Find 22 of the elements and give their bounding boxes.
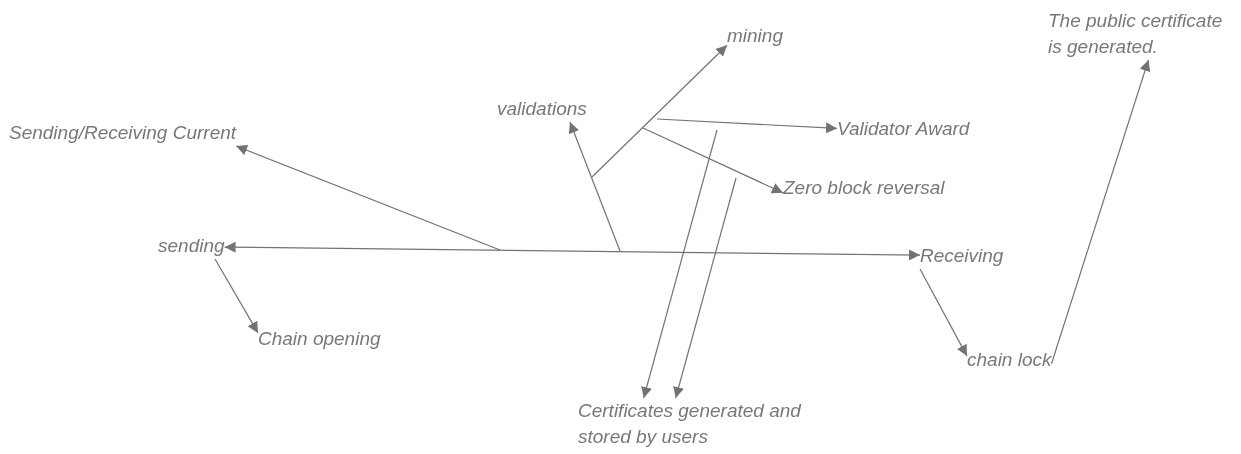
arrow [656,118,838,134]
arrow [641,129,718,399]
arrow [642,127,784,194]
node-label: Sending/Receiving Current [9,121,237,145]
node-label: chain lock [967,348,1052,372]
node-label: The public certificate is generated. [1048,9,1224,59]
node-label: mining [727,24,783,48]
node-label: sending [158,234,225,258]
arrow [1050,59,1151,365]
arrow [224,241,921,261]
node-label: Chain opening [258,327,381,351]
arrow [919,268,968,357]
node-label: validations [497,97,587,121]
node-label: Receiving [920,244,1004,268]
arrow [214,258,259,334]
node-label: Certificates generated and stored by users [578,399,803,449]
node-label: Zero block reversal [783,176,945,200]
arrow [235,144,501,251]
arrow [591,44,728,178]
node-label: Validator Award [837,117,970,141]
arrow [568,121,621,252]
arrow [673,177,737,399]
